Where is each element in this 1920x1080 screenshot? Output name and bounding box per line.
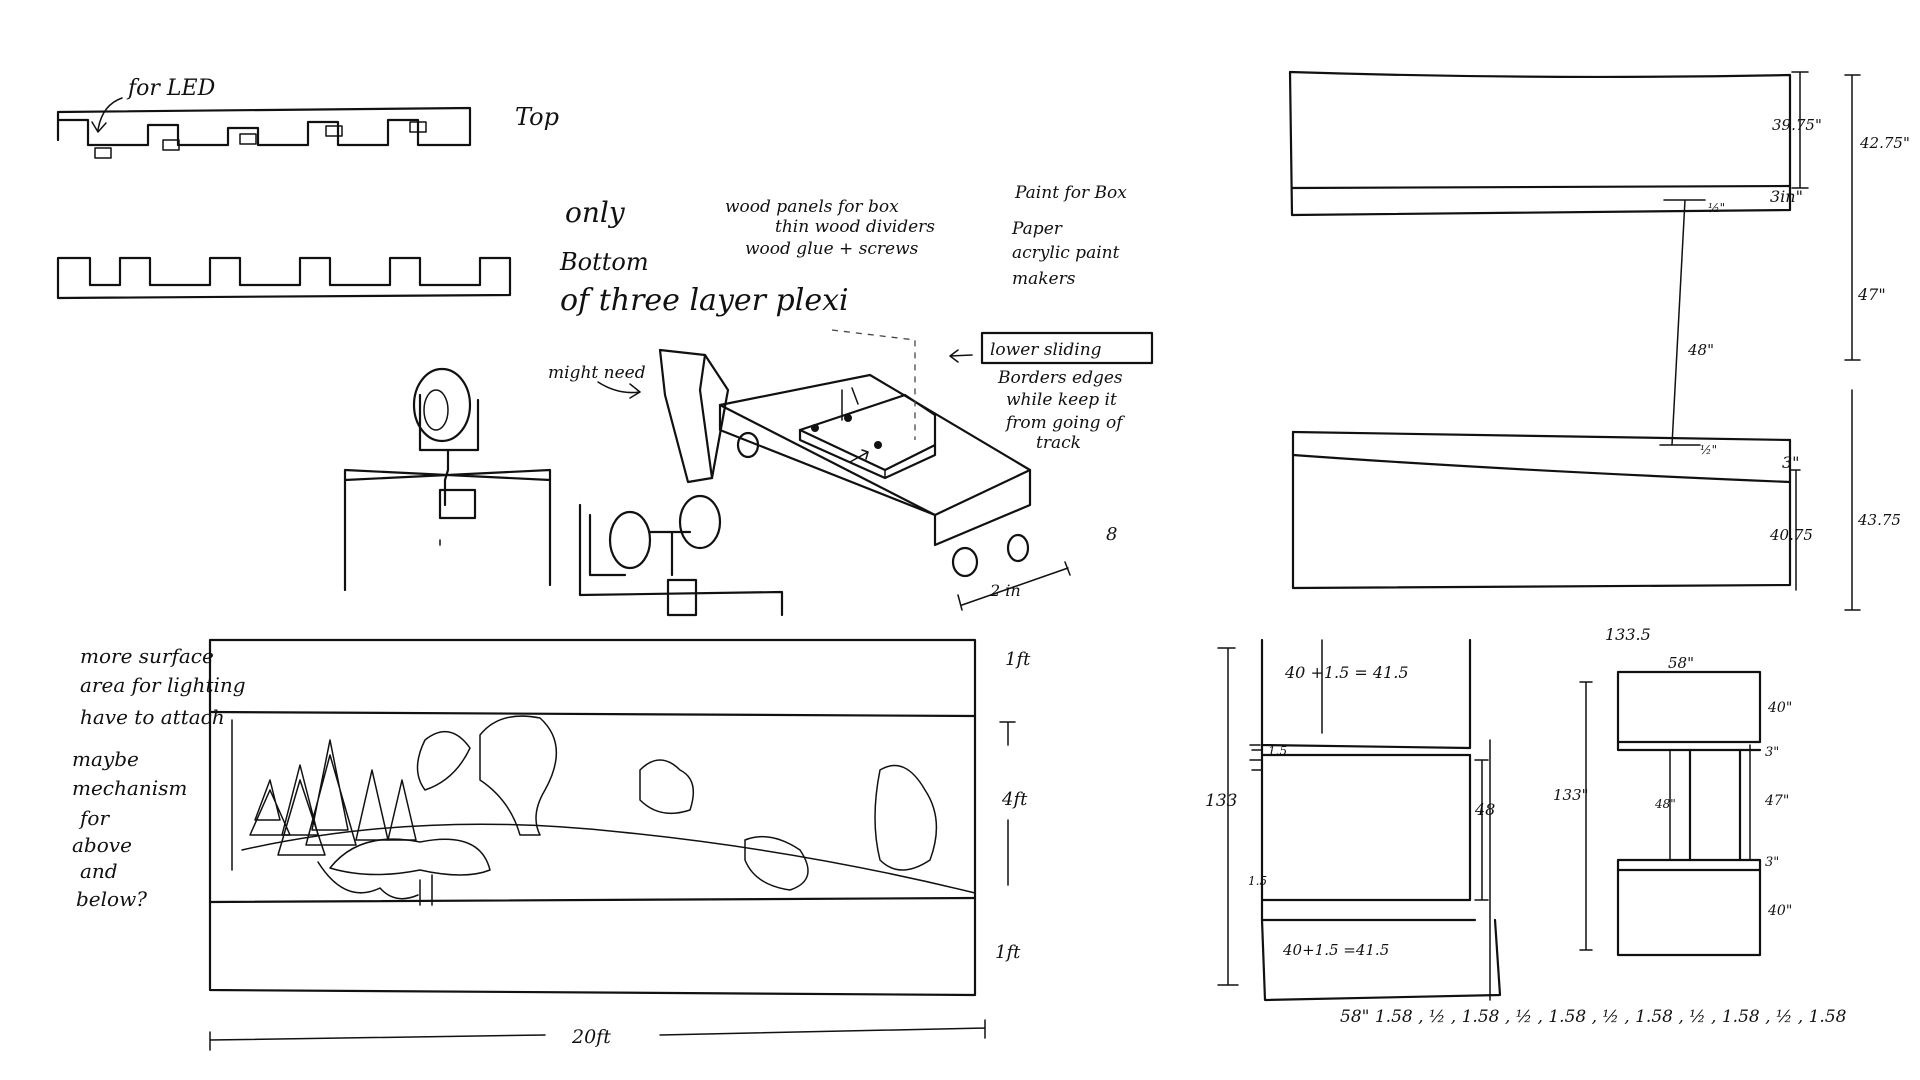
note-material-2: thin wood dividers (775, 217, 935, 237)
plan-a-40-1-5: 40 +1.5 = 41.5 (1284, 663, 1409, 682)
note-surface-1: more surface (80, 644, 214, 668)
plan-a-48: 48 (1474, 800, 1495, 819)
dim-42-75: 42.75" (1859, 134, 1910, 152)
scene-panel (208, 638, 977, 997)
plan-a-133: 133 (1205, 791, 1237, 811)
note-surface-2: area for lighting (80, 673, 246, 697)
dim-2in-line (957, 561, 1071, 611)
note-three-layer-plexi: of three layer plexi (560, 283, 849, 318)
dim-1ft-top: 1ft (1005, 649, 1031, 670)
note-paint-1: Paint for Box (1014, 183, 1127, 203)
dim-2in: 2 in (989, 581, 1021, 600)
plan-a-1-5-bottom: 1.5 (1248, 874, 1267, 888)
note-border-4: track (1036, 433, 1081, 453)
plan-b-48: 48" (1654, 797, 1676, 811)
dim-3-bottom: 3" (1782, 453, 1800, 472)
note-paint-3: acrylic paint (1012, 243, 1120, 263)
bottom-row-calc: 58" 1.58 , ½ , 1.58 , ½ , 1.58 , ½ , 1.5… (1340, 1007, 1847, 1027)
note-material-1: wood panels for box (725, 197, 899, 217)
led-strip-bottom-profile (56, 256, 512, 300)
plan-a-drawing (1217, 638, 1502, 1002)
dim-half-bottom: ½" (1700, 443, 1717, 457)
note-surface-4: maybe (72, 747, 139, 771)
note-surface-3: have to attach (80, 705, 225, 729)
scene-trees (249, 739, 417, 856)
note-for-led: for LED (126, 76, 216, 101)
note-border-1: Borders edges (997, 368, 1123, 388)
dim-4ft-line (999, 721, 1016, 886)
plan-b-58: 58" (1668, 654, 1694, 672)
led-arrow-head (91, 121, 107, 133)
plan-a-1-5-top: 1.5 (1268, 744, 1287, 758)
note-material-3: wood glue + screws (745, 239, 919, 259)
plan-b-3-top: 3" (1765, 745, 1779, 760)
led-arrow (97, 97, 123, 131)
plan-b-40-bottom: 40" (1767, 903, 1792, 919)
plan-b-40-top: 40" (1767, 700, 1792, 716)
led-strip-top-profile (56, 106, 472, 159)
dim-3in-top: 3in" (1770, 187, 1803, 206)
dim-half-top: ½" (1708, 201, 1725, 215)
elevation-drawing (1288, 70, 1861, 611)
dim-20ft-line (209, 1019, 986, 1051)
dim-39-75: 39.75" (1772, 116, 1822, 134)
dim-4ft: 4ft (1001, 789, 1028, 810)
plan-b-drawing (1579, 670, 1762, 957)
note-top: Top (515, 103, 559, 131)
lower-sliding-arrow (949, 349, 973, 363)
note-border-3: from going of (1004, 413, 1125, 433)
note-surface-5: mechanism (72, 776, 187, 800)
note-surface-7: above (72, 833, 132, 857)
might-need-arrow (597, 381, 641, 399)
note-bottom: Bottom (559, 248, 649, 276)
note-paint-2: Paper (1011, 219, 1063, 239)
plan-b-3-bottom: 3" (1765, 855, 1779, 870)
dim-47: 47" (1857, 285, 1886, 304)
dim-48: 48" (1687, 341, 1714, 359)
note-eight: 8 (1106, 524, 1117, 545)
note-might-need: might need (548, 363, 646, 383)
lower-sliding-box (980, 331, 1154, 365)
plan-b-47: 47" (1764, 793, 1789, 809)
dim-20ft: 20ft (571, 1026, 611, 1048)
note-paint-4: makers (1012, 269, 1076, 289)
note-surface-8: and (80, 859, 118, 883)
note-border-2: while keep it (1006, 390, 1117, 410)
note-surface-6: for (78, 806, 110, 830)
note-lower-sliding: lower sliding (990, 340, 1102, 360)
plan-b-133: 133" (1553, 786, 1589, 804)
sliding-cart-sketch (658, 329, 1032, 578)
dim-43-75: 43.75 (1857, 511, 1901, 529)
plan-a-40-1-5-bottom: 40+1.5 =41.5 (1282, 941, 1389, 959)
dim-1ft-bottom: 1ft (995, 942, 1021, 963)
note-surface-9: below? (76, 887, 147, 911)
note-only: only (565, 196, 626, 229)
light-fixture-sketch (343, 367, 784, 617)
scene-shapes (317, 715, 938, 906)
plan-b-133-5: 133.5 (1605, 625, 1651, 644)
dim-40-75: 40.75 (1769, 526, 1813, 544)
